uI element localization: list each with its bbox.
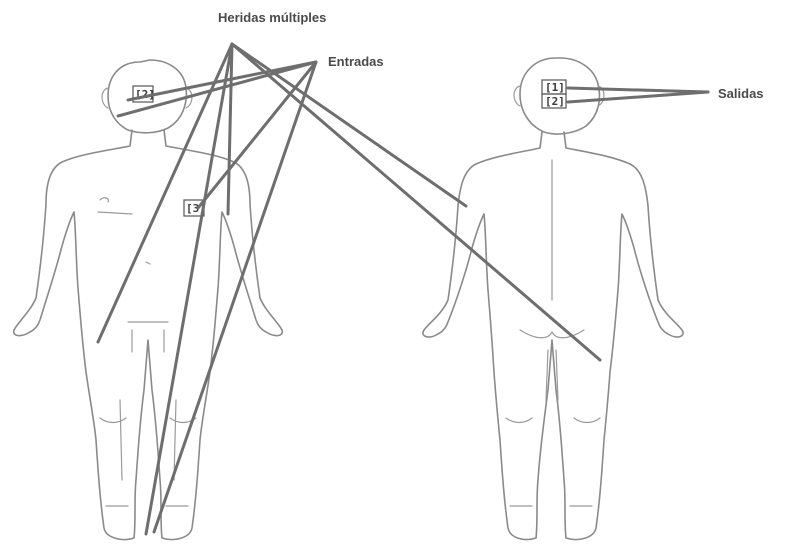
back-body-outline (423, 132, 683, 540)
front-navel (146, 262, 150, 264)
label-entries: Entradas (328, 54, 384, 69)
label-exits: Salidas (718, 86, 764, 101)
front-body-figure (14, 60, 283, 540)
back-body-figure (423, 58, 683, 540)
front-ear-left (102, 88, 108, 108)
pointer-lines-multiple-wounds (98, 44, 600, 534)
pointer-lines-exits (568, 88, 708, 102)
pointer-line (146, 44, 232, 534)
back-knee-right (574, 418, 600, 423)
front-body-outline (14, 130, 283, 540)
front-chest-line (98, 212, 132, 214)
front-nipple (100, 198, 108, 202)
back-knee-left (506, 418, 532, 423)
marker-back-head-1-text: [1] (545, 81, 565, 94)
pointer-line (568, 88, 708, 92)
marker-back-head-2-text: [2] (545, 95, 565, 108)
front-knee-left (100, 418, 126, 423)
pointer-line (568, 92, 708, 102)
marker-back-head-1: [1] (542, 80, 566, 94)
pointer-line (154, 62, 316, 532)
marker-back-head-2: [2] (542, 94, 566, 108)
label-multiple-wounds: Heridas múltiples (218, 10, 326, 25)
back-ear-left (514, 86, 520, 106)
